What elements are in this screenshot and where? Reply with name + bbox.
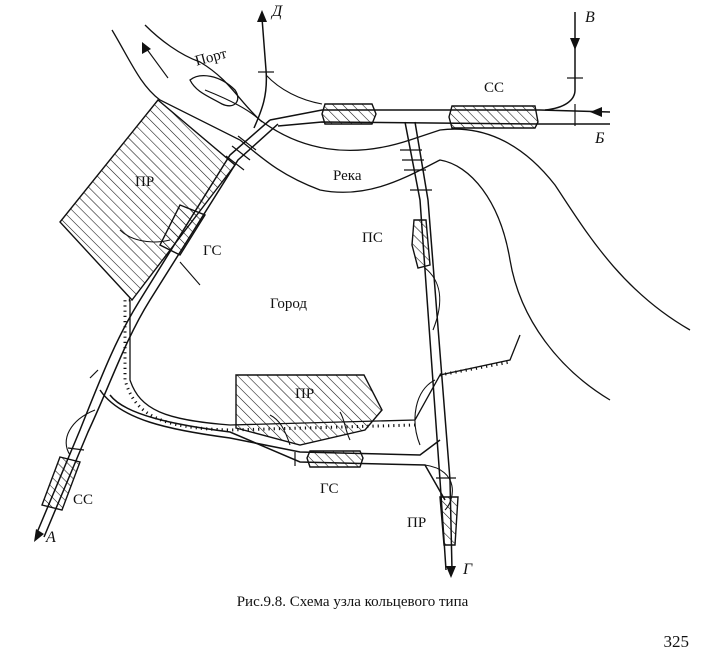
label-ps: ПС xyxy=(362,230,383,246)
line-to-b-1 xyxy=(269,109,611,121)
ps-block xyxy=(411,219,431,269)
tick xyxy=(237,135,257,151)
river-bank-left xyxy=(111,29,611,401)
city-boundary-line xyxy=(129,300,521,426)
connector-gs-left xyxy=(179,261,201,286)
label-pr-center: ПР xyxy=(295,386,314,402)
line-to-d xyxy=(253,17,268,129)
arrow-a xyxy=(34,529,44,542)
port-basin xyxy=(189,75,239,107)
arrow-g xyxy=(446,566,456,578)
label-city: Город xyxy=(270,296,307,312)
label-direction-a: А xyxy=(45,529,56,546)
tick xyxy=(231,145,251,161)
connector-ring-right xyxy=(414,379,436,446)
label-pr-bottom: ПР xyxy=(407,515,426,531)
connector-port xyxy=(204,89,263,123)
ring-track-inner xyxy=(43,123,279,538)
figure-caption: Рис.9.8. Схема узла кольцевого типа xyxy=(236,594,469,610)
river-flow-arrow xyxy=(145,47,169,79)
arrow-d xyxy=(257,10,267,22)
line-to-d-branch xyxy=(265,74,323,105)
line-to-g-2 xyxy=(414,121,453,571)
line-to-v xyxy=(544,12,576,111)
line-to-g-1 xyxy=(404,121,447,571)
page-number: 325 xyxy=(663,632,690,651)
tick xyxy=(89,369,99,379)
label-river: Река xyxy=(333,168,362,184)
direction-arrows xyxy=(34,10,602,578)
railway-tracks xyxy=(35,12,611,571)
city-boundary xyxy=(123,298,521,432)
label-port: Порт xyxy=(193,46,229,70)
ss-top-block xyxy=(448,105,539,129)
connector-ps xyxy=(424,267,441,331)
connector-pr-center-1 xyxy=(269,414,291,446)
connector-pr-top xyxy=(119,229,171,243)
label-direction-b: Б xyxy=(594,130,605,147)
river-banks xyxy=(111,24,691,401)
ring-track-outer xyxy=(35,119,271,536)
ring-bottom-1 xyxy=(99,389,441,456)
tick xyxy=(225,155,245,171)
pr-top-block xyxy=(59,99,236,302)
arrow-b xyxy=(590,107,602,117)
city-hatch-right xyxy=(439,360,511,377)
connector-left-bypass xyxy=(65,409,96,456)
connector-right-return xyxy=(424,464,453,511)
label-ss-left: СС xyxy=(73,492,93,508)
label-gs-bottom: ГС xyxy=(320,481,338,497)
river-flow-arrowhead xyxy=(142,42,151,54)
connector-pr-center-2 xyxy=(339,411,351,441)
label-direction-v: В xyxy=(585,9,595,26)
ring-bottom-2 xyxy=(109,394,446,501)
label-direction-g: Г xyxy=(462,561,473,578)
city-boundary-hatch xyxy=(123,298,416,432)
tick xyxy=(67,447,85,451)
hatched-areas xyxy=(41,99,539,546)
label-gs-left: ГС xyxy=(203,243,221,259)
gs-left-block xyxy=(159,204,207,256)
label-direction-d: Д xyxy=(270,3,283,20)
arrow-v xyxy=(570,38,580,50)
gs-top-block xyxy=(321,103,377,125)
river-bank-right xyxy=(144,24,691,331)
signal-ticks xyxy=(67,71,583,479)
label-pr-top: ПР xyxy=(135,174,154,190)
label-ss-top: СС xyxy=(484,80,504,96)
